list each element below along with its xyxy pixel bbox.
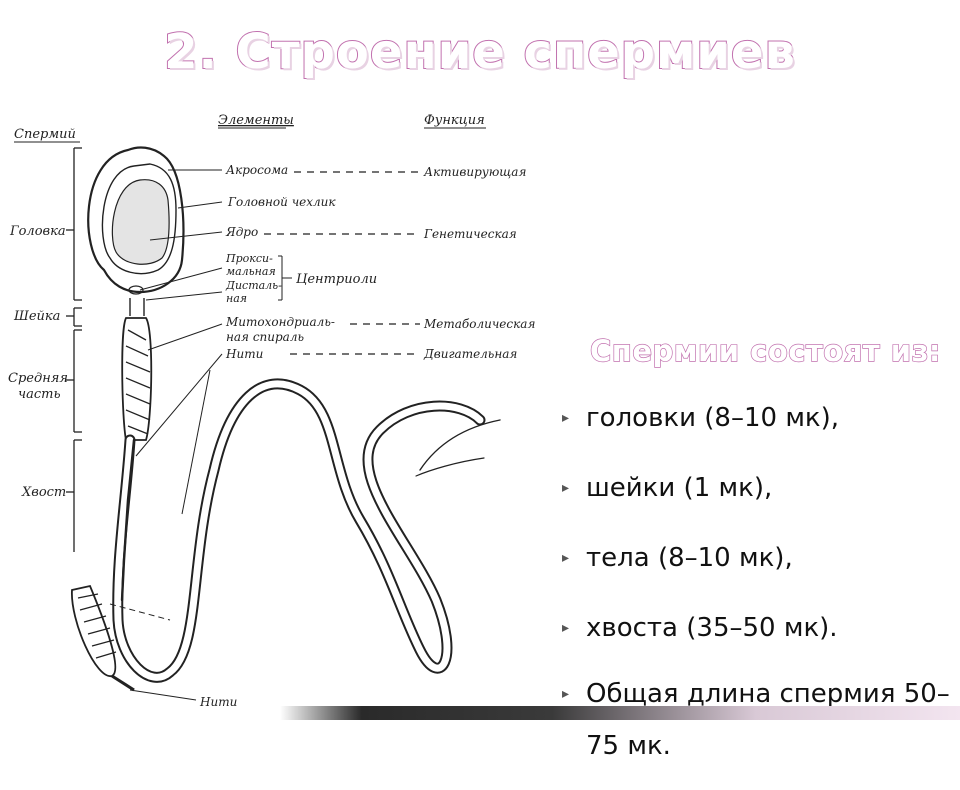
proximal-centriole xyxy=(128,285,144,295)
nucleus-shape xyxy=(111,179,170,265)
composition-list: ▸ головки (8–10 мк), ▸ шейки (1 мк), ▸ т… xyxy=(560,392,960,772)
parts-bracket xyxy=(66,147,82,552)
sperm-structure-diagram: Элементы Функция Спермий Головка Шейка С… xyxy=(8,113,535,709)
bullet-arrow-icon: ▸ xyxy=(562,410,570,426)
part-head-label: Головка xyxy=(9,224,66,239)
part-neck-label: Шейка xyxy=(13,309,60,324)
list-item: ▸ тела (8–10 мк), xyxy=(560,532,960,584)
mito-label-2: ная спираль xyxy=(226,330,304,344)
list-item-text: Общая длина спермия 50–75 мк. xyxy=(586,679,950,761)
centrioles-label: Центриоли xyxy=(296,272,377,287)
info-panel: Спермии состоят из: ▸ головки (8–10 мк),… xyxy=(560,328,960,790)
slide-title: 2. Строение спермиев xyxy=(163,23,796,81)
list-item: ▸ головки (8–10 мк), xyxy=(560,392,960,444)
centrioles-brace xyxy=(278,255,292,301)
elements-header: Элементы xyxy=(218,113,294,128)
part-midpiece-label-2: часть xyxy=(18,387,61,402)
acrosome-label: Акросома xyxy=(225,163,288,177)
bullet-arrow-icon: ▸ xyxy=(562,480,570,496)
bottom-decorative-bar xyxy=(280,706,960,720)
list-item: ▸ шейки (1 мк), xyxy=(560,462,960,514)
nucleus-label: Ядро xyxy=(225,225,258,239)
distal-label-1: Дисталь- xyxy=(225,279,282,292)
sperm-tail xyxy=(112,378,501,683)
proximal-label-1: Прокси- xyxy=(225,252,273,265)
genetic-function-label: Генетическая xyxy=(423,227,517,241)
list-item-text: хвоста (35–50 мк). xyxy=(586,613,838,643)
part-tail-label: Хвост xyxy=(21,485,66,500)
list-item-text: тела (8–10 мк), xyxy=(586,543,793,573)
proximal-label-2: мальная xyxy=(226,265,276,278)
function-header: Функция xyxy=(424,113,485,128)
list-item-text: шейки (1 мк), xyxy=(586,473,773,503)
list-item: ▸ Общая длина спермия 50–75 мк. xyxy=(560,668,960,772)
element-pointer-lines xyxy=(135,169,223,515)
list-item: ▸ хвоста (35–50 мк). xyxy=(560,602,960,654)
function-connectors xyxy=(264,171,420,355)
motor-function-label: Двигательная xyxy=(423,347,517,361)
head-cap-label: Головной чехлик xyxy=(227,195,336,209)
fibers-label: Нити xyxy=(225,347,263,361)
tail-cross-section xyxy=(71,584,197,701)
mito-label-1: Митохондриаль- xyxy=(225,315,335,329)
activating-function-label: Активирующая xyxy=(423,165,526,179)
metabolic-function-label: Метаболическая xyxy=(423,317,535,331)
bullet-arrow-icon: ▸ xyxy=(562,550,570,566)
bullet-arrow-icon: ▸ xyxy=(562,686,570,702)
info-heading: Спермии состоят из: xyxy=(589,333,942,368)
fibers-bottom-label: Нити xyxy=(199,695,237,709)
sperm-head xyxy=(87,146,185,295)
sperm-midpiece xyxy=(121,298,153,441)
bullet-arrow-icon: ▸ xyxy=(562,620,570,636)
part-midpiece-label-1: Средняя xyxy=(8,371,68,386)
list-item-text: головки (8–10 мк), xyxy=(586,403,840,433)
parts-header: Спермий xyxy=(14,127,76,142)
distal-label-2: ная xyxy=(226,292,247,305)
